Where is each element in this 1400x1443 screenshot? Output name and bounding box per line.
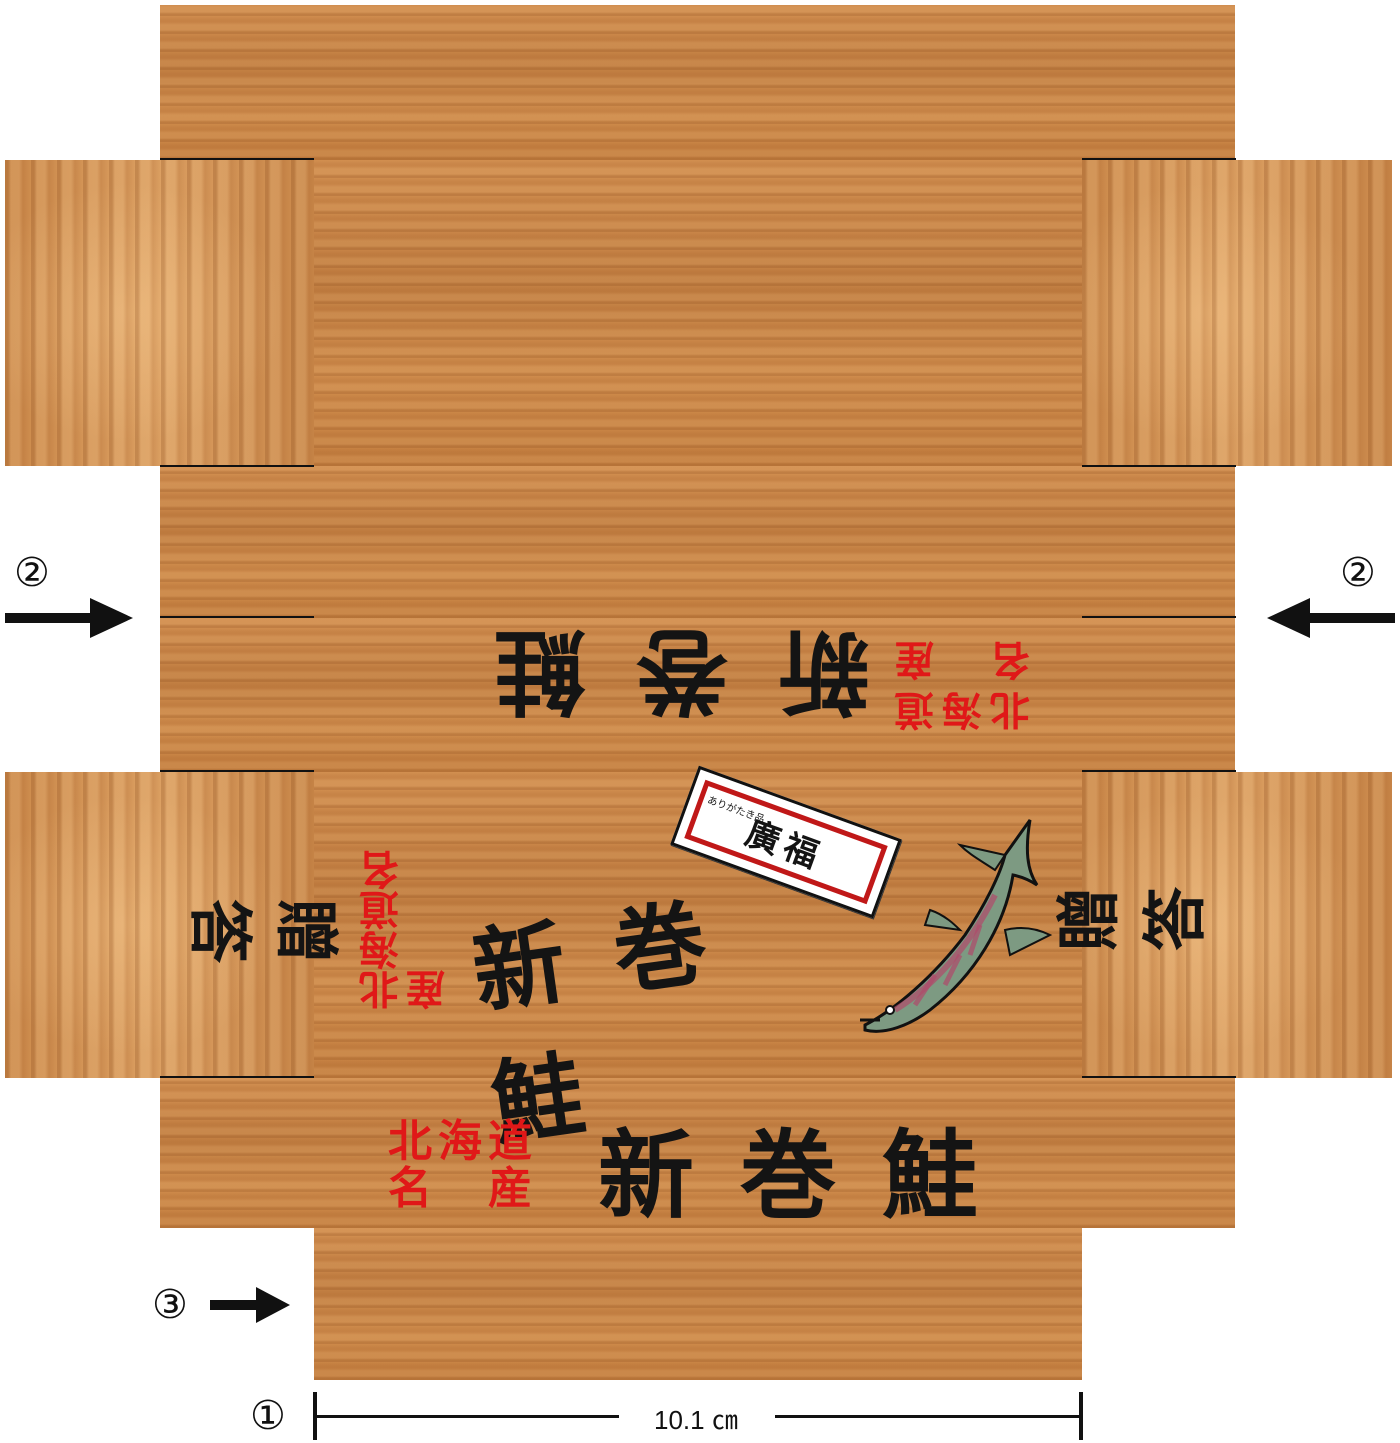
fold-line <box>160 770 314 772</box>
front-panel-sub-line1: 北海道 <box>388 1116 538 1167</box>
salmon-icon <box>860 819 1053 1033</box>
right-flap-text: 贈 答 <box>1055 888 1206 962</box>
right-upper-flap <box>1082 160 1392 466</box>
fold-line <box>1082 770 1236 772</box>
fold-line <box>1082 1076 1236 1078</box>
left-flap-text: 贈 答 <box>189 888 340 962</box>
upper-side-panel <box>160 466 1235 618</box>
front-panel-sub-line2: 名 産 <box>388 1163 538 1214</box>
left-lower-flap <box>5 772 314 1078</box>
top-panel-text-group: 新巻鮭 北海道 名 産 <box>380 617 1040 760</box>
front-panel <box>160 1078 1235 1228</box>
dimension-line-left <box>314 1415 619 1418</box>
top-panel-sub-line2: 名 産 <box>886 636 1030 682</box>
front-panel-title: 新巻鮭 <box>598 1120 1024 1232</box>
left-upper-flap <box>5 160 314 466</box>
marker-1: ① <box>250 1393 286 1439</box>
top-lid-panel <box>160 5 1235 160</box>
fold-line <box>1082 465 1236 467</box>
arrow-left-icon <box>1267 598 1395 638</box>
marker-3: ③ <box>152 1282 188 1328</box>
dimension-tick-left <box>313 1392 317 1440</box>
fold-line <box>160 465 314 467</box>
arrow-right-icon <box>5 598 133 638</box>
right-lower-flap <box>1082 772 1392 1078</box>
fold-line <box>160 158 314 160</box>
marker-2-right: ② <box>1340 550 1376 596</box>
fold-line <box>160 616 314 618</box>
dimension-tick-right <box>1079 1392 1083 1440</box>
fold-line <box>1082 158 1236 160</box>
fold-line <box>160 1076 314 1078</box>
top-text-panel <box>160 618 1235 772</box>
arrow-right-icon <box>210 1287 290 1323</box>
fold-line <box>1082 616 1236 618</box>
dimension-label: 10.1 ㎝ <box>654 1405 738 1435</box>
marker-2-left: ② <box>14 550 50 596</box>
top-panel-title: 新巻鮭 <box>443 617 870 724</box>
bottom-tab-panel <box>314 1228 1082 1380</box>
back-panel <box>314 160 1082 466</box>
top-panel-sub-line1: 北海道 <box>886 686 1030 732</box>
seal-small-text: ありがたき品 <box>705 794 766 826</box>
center-panel-sub: 北海道名産 <box>360 850 452 1010</box>
dimension-line-right <box>775 1415 1082 1418</box>
